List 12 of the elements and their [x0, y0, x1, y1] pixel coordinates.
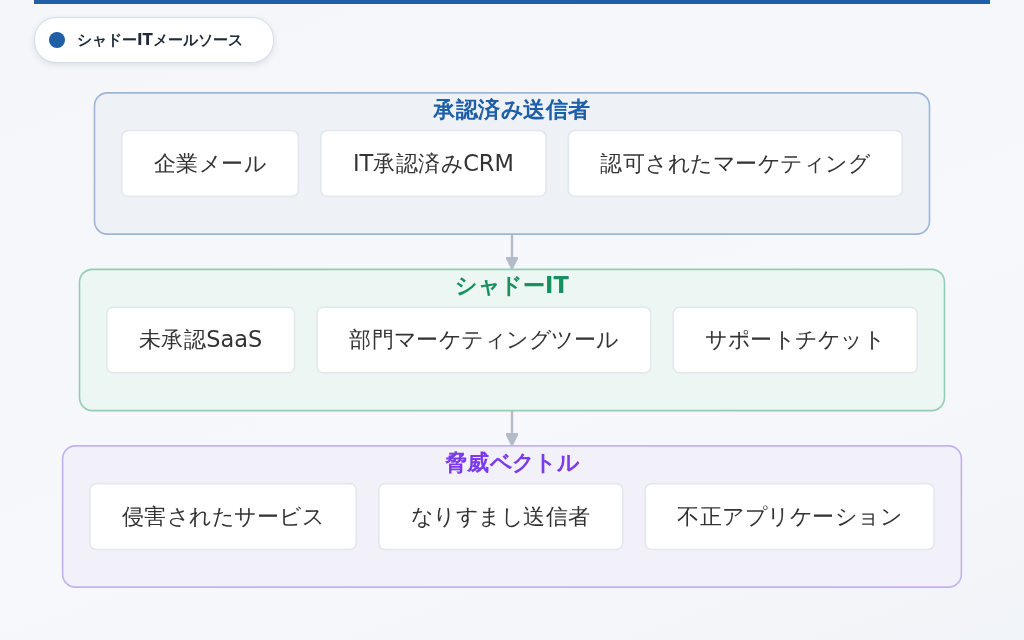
node-box: 認可されたマーケティング — [567, 129, 903, 198]
node-box: なりすまし送信者 — [378, 482, 624, 551]
arrow — [504, 410, 520, 447]
node-box: 侵害されたサービス — [89, 482, 358, 551]
node-box: 企業メール — [121, 129, 300, 198]
arrow — [504, 234, 520, 270]
node-box: IT承認済みCRM — [320, 129, 547, 198]
node-box: 未承認SaaS — [106, 306, 296, 374]
node-box: サポートチケット — [672, 306, 918, 374]
title: シャドーITメールソース — [77, 30, 243, 50]
node-box: 不正アプリケーション — [644, 482, 935, 551]
node-box: 部門マーケティングツール — [316, 306, 652, 374]
